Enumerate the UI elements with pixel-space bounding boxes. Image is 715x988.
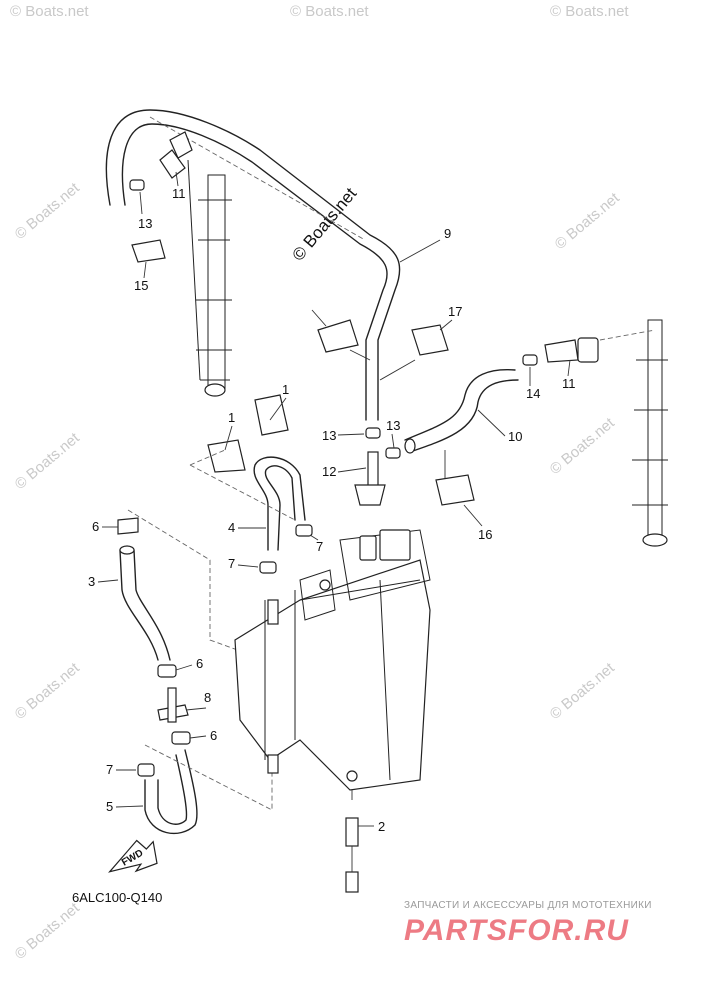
callout-13-top: 13 [138,191,152,231]
part-2-filter [345,817,359,893]
watermark-1: © Boats.net [10,3,89,20]
svg-text:12: 12 [322,464,336,479]
part-17-clamp [317,319,359,353]
part-11-connector-right [544,337,599,363]
callout-16: 17 [439,304,462,331]
svg-text:7: 7 [316,539,323,554]
part-14-clamp [131,239,166,263]
diagram-copyright: © Boats.net [289,184,361,265]
watermark-2: © Boats.net [290,3,369,20]
callout-6-top: 6 [92,519,118,534]
svg-text:6: 6 [210,728,217,743]
part-13-clamp-right [522,354,538,366]
part-11-connector-top [159,131,193,179]
callout-11-top: 11 [172,171,186,201]
svg-text:10: 10 [508,429,522,444]
part-6-clamp-top [117,517,139,535]
callout-3: 3 [88,574,119,589]
callout-14: 15 [134,261,148,293]
fuel-rail-right [599,319,668,547]
svg-text:9: 9 [444,226,451,241]
part-16-clamp [411,324,449,356]
part-6-clamp-low [171,731,191,745]
svg-text:3: 3 [88,574,95,589]
callout-9: 9 [399,226,451,263]
callout-2: 2 [358,819,385,834]
shop-name: PARTSFOR.RU [404,914,629,947]
svg-text:1: 1 [282,382,289,397]
callout-7-low: 7 [106,762,136,777]
watermark-5: © Boats.net [552,189,624,253]
svg-text:11: 11 [172,186,186,201]
svg-text:7: 7 [106,762,113,777]
shop-tagline: ЗАПЧАСТИ И АКСЕССУАРЫ ДЛЯ МОТОТЕХНИКИ [404,900,652,911]
vapor-separator-body [234,529,431,791]
part-10-hose [404,368,519,454]
part-13-clamp-mid [365,427,401,459]
part-8-tee [157,687,189,723]
svg-text:5: 5 [106,799,113,814]
callout-6-mid: 6 [175,656,203,671]
svg-text:4: 4 [228,520,235,535]
watermarks: © Boats.net © Boats.net © Boats.net © Bo… [10,3,629,963]
svg-text:16: 16 [478,527,492,542]
svg-text:6: 6 [196,656,203,671]
part-9-hose [105,109,401,421]
svg-text:7: 7 [228,556,235,571]
watermark-10: © Boats.net [12,899,84,963]
part-4-hose [253,456,306,551]
callout-13-mid2: 13 [386,418,400,449]
svg-text:15: 15 [134,278,148,293]
part-12-fitting [354,451,386,506]
callout-15: 16 [463,504,492,542]
callouts: 1 1 2 3 4 5 6 6 [88,171,576,834]
svg-text:14: 14 [526,386,540,401]
part-5-hose [144,749,198,835]
diagram-code: 6ALC100-Q140 [72,890,162,905]
callout-1-upper: 1 [269,382,289,421]
watermark-8: © Boats.net [12,659,84,723]
callout-13-right: 14 [526,367,540,401]
part-13-clamp-top [129,179,145,191]
svg-text:13: 13 [322,428,336,443]
svg-text:17: 17 [448,304,462,319]
svg-text:6: 6 [92,519,99,534]
part-15-clamp [435,474,475,506]
part-3-hose [119,545,171,661]
svg-text:11: 11 [562,376,576,391]
part-1-clamps [207,394,289,473]
fwd-arrow-icon: FWD [108,839,158,873]
callout-6-low: 6 [189,728,217,743]
watermark-9: © Boats.net [547,659,619,723]
svg-text:13: 13 [386,418,400,433]
callout-11-right: 11 [562,359,576,391]
part-7-clamp-low [137,763,155,777]
fuel-rail-top-left [187,159,232,397]
svg-text:8: 8 [204,690,211,705]
callout-7-center: 7 [309,534,323,554]
part-7-clamp-center [259,524,313,574]
callout-13-mid: 13 [322,428,365,443]
svg-text:13: 13 [138,216,152,231]
callout-17 [311,309,327,327]
callout-10: 10 [477,409,522,444]
callout-7-mid: 7 [228,556,259,571]
callout-5: 5 [106,799,144,814]
watermark-3: © Boats.net [550,3,629,20]
svg-text:2: 2 [378,819,385,834]
watermark-4: © Boats.net [12,179,84,243]
callout-4: 4 [228,520,266,535]
callout-8: 8 [185,690,211,711]
callout-1-lower: 1 [224,410,235,451]
watermark-6: © Boats.net [12,429,84,493]
part-6-clamp-mid [157,664,177,678]
callout-12: 12 [322,464,367,479]
watermark-7: © Boats.net [547,414,619,478]
svg-text:1: 1 [228,410,235,425]
